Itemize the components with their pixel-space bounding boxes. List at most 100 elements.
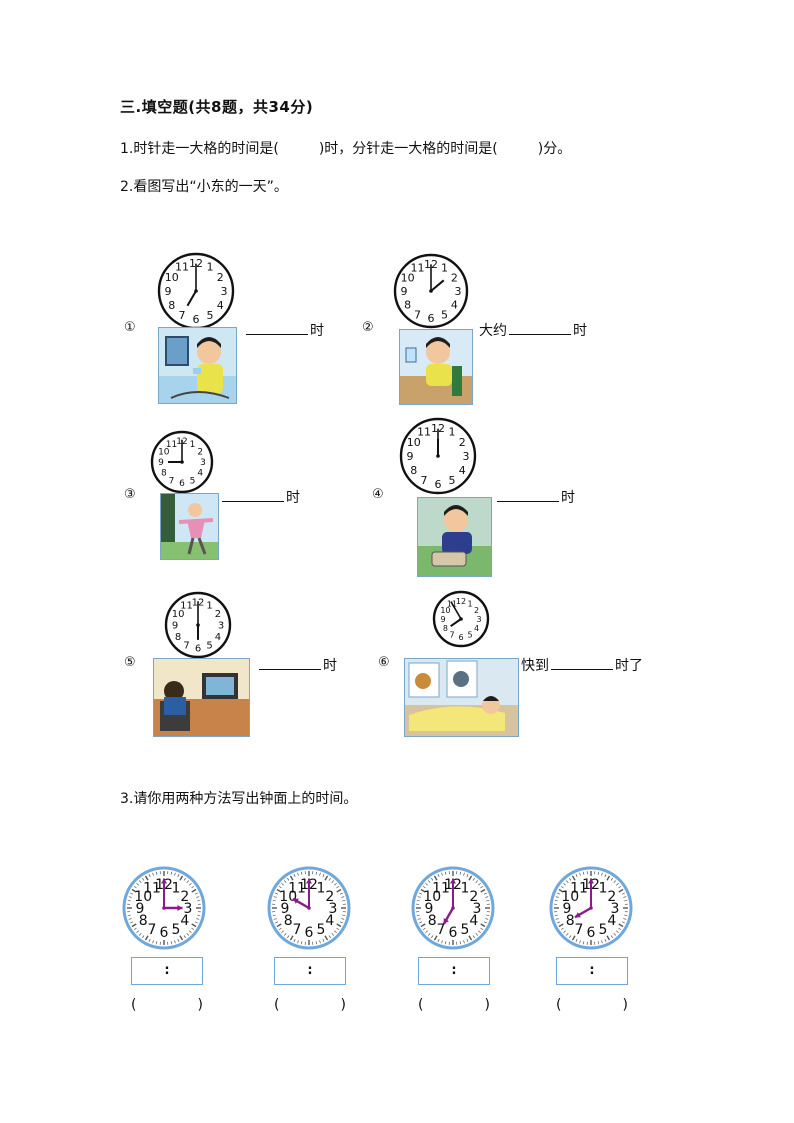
clock-number: 1	[449, 426, 456, 439]
clock-number: 2	[607, 889, 616, 905]
clock-number: 2	[197, 448, 203, 458]
boy-exercising-picture	[160, 493, 219, 560]
clock-number: 11	[166, 440, 177, 450]
item-6-blank[interactable]	[551, 655, 613, 670]
clock-number: 6	[195, 644, 201, 655]
item-2-prefix: 大约	[479, 323, 507, 339]
clock-number: 12	[189, 257, 203, 270]
clock-number: 11	[143, 880, 161, 896]
boy-sleeping-picture	[404, 658, 519, 737]
boy-eating-picture	[399, 329, 473, 405]
clock-number: 8	[139, 913, 148, 929]
item-4-unit: 时	[561, 490, 575, 506]
clock-number: 8	[175, 632, 181, 643]
q3-paren-2[interactable]: ()	[274, 997, 346, 1013]
clock-number: 5	[461, 922, 470, 938]
q3-paren-3[interactable]: ()	[418, 997, 490, 1013]
clock-number: 3	[476, 615, 481, 624]
hour-hand	[450, 618, 462, 628]
clock-number: 11	[432, 880, 450, 896]
clock-number: 6	[305, 925, 314, 941]
clock-number: 1	[317, 880, 326, 896]
hour-hand	[430, 279, 445, 292]
q1-middle: )时，分针走一大格的时间是(	[318, 141, 498, 157]
clock-number: 5	[317, 922, 326, 938]
item-3-answer-line: 时	[220, 487, 300, 507]
item-4-blank[interactable]	[497, 487, 559, 502]
clock-number: 9	[172, 621, 178, 632]
q3-digital-box-4[interactable]: :	[556, 957, 628, 985]
clock-number: 1	[172, 880, 181, 896]
q3-digital-box-2[interactable]: :	[274, 957, 346, 985]
item-5-marker: ⑤	[124, 655, 136, 670]
clock-number: 3	[200, 458, 206, 468]
boy-lunch-picture	[417, 497, 492, 577]
item-3-unit: 时	[286, 490, 300, 506]
clock-number: 2	[469, 889, 478, 905]
item-2-blank[interactable]	[509, 320, 571, 335]
clock-number: 3	[611, 901, 620, 917]
clock-number: 6	[458, 633, 463, 642]
clock-number: 10	[423, 889, 441, 905]
clock-number: 6	[435, 478, 442, 491]
clock-number: 3	[463, 450, 470, 463]
clock-number: 11	[570, 880, 588, 896]
item-6-prefix: 快到	[521, 658, 549, 674]
clock-number: 2	[459, 436, 466, 449]
q3-digital-box-3[interactable]: :	[418, 957, 490, 985]
clock-number: 5	[599, 922, 608, 938]
clock-number: 5	[206, 641, 212, 652]
clock-number: 3	[221, 285, 228, 298]
item-3-blank[interactable]	[222, 487, 284, 502]
clock-number: 4	[459, 464, 466, 477]
question-3: 3.请你用两种方法写出钟面上的时间。	[120, 791, 358, 807]
clock-number: 12	[431, 422, 445, 435]
item-5-unit: 时	[323, 658, 337, 674]
clock-number: 7	[293, 922, 302, 938]
q1-suffix: )分。	[537, 141, 572, 157]
q3-paren-1[interactable]: ()	[131, 997, 203, 1013]
q3-paren-4[interactable]: ()	[556, 997, 628, 1013]
clock-number: 9	[158, 458, 164, 468]
item-1-answer-line: 时	[244, 320, 324, 340]
clock-number: 2	[451, 271, 458, 284]
item-4-answer-line: 时	[495, 487, 575, 507]
clock-number: 10	[440, 606, 450, 615]
clock-number: 8	[566, 913, 575, 929]
clock-number: 5	[190, 476, 196, 486]
clock-number: 10	[165, 271, 179, 284]
clock-number: 9	[136, 901, 145, 917]
clock-number: 7	[437, 922, 446, 938]
clock-number: 1	[206, 601, 212, 612]
clock-number: 10	[279, 889, 297, 905]
clock-number: 5	[467, 630, 472, 639]
clock-number: 7	[179, 309, 186, 322]
clock-number: 2	[325, 889, 334, 905]
clock-number: 3	[218, 621, 224, 632]
clock-number: 1	[190, 440, 196, 450]
minute-hand	[450, 601, 462, 620]
item-5-answer-line: 时	[257, 655, 337, 675]
clock-number: 2	[474, 606, 479, 615]
clock-number: 10	[401, 271, 415, 284]
clock-number: 11	[180, 601, 193, 612]
clock-number: 7	[183, 641, 189, 652]
clock-number: 6	[587, 925, 596, 941]
q3-digital-box-1[interactable]: :	[131, 957, 203, 985]
clock-number: 8	[443, 624, 448, 633]
item-1-blank[interactable]	[246, 320, 308, 335]
clock-number: 11	[411, 262, 425, 275]
clock-number: 10	[561, 889, 579, 905]
clock-number: 8	[161, 469, 167, 479]
item-5-blank[interactable]	[259, 655, 321, 670]
clock-number: 4	[607, 913, 616, 929]
clock-number: 4	[474, 624, 479, 633]
